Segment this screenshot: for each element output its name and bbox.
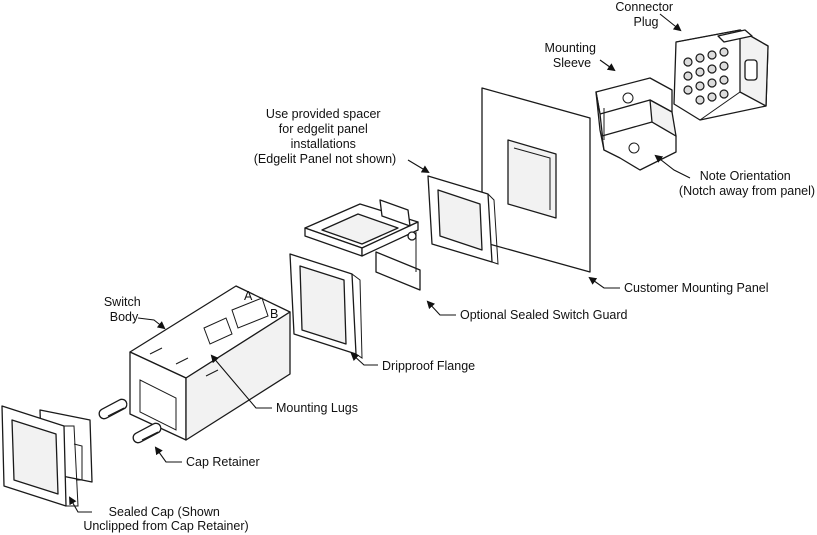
labels: Connector Plug Mounting Sleeve Use provi…	[83, 0, 815, 533]
dripproof-flange-part	[289, 253, 363, 359]
label-sealed-cap: Sealed Cap (Shown Unclipped from Cap Ret…	[83, 505, 248, 533]
label-mounting-sleeve: Mounting Sleeve	[545, 41, 600, 70]
label-customer-mounting-panel: Customer Mounting Panel	[624, 281, 769, 295]
switch-body-part: A B	[129, 285, 291, 441]
body-marking-a: A	[244, 289, 253, 303]
customer-mounting-panel-part	[481, 87, 591, 273]
body-marking-b: B	[270, 307, 278, 321]
label-mounting-lugs: Mounting Lugs	[276, 401, 358, 415]
label-switch-body: Switch Body	[104, 295, 144, 324]
sealed-switch-guard-part	[304, 199, 421, 291]
label-cap-retainer: Cap Retainer	[186, 455, 260, 469]
mounting-sleeve-part	[595, 77, 677, 171]
connector-pins	[683, 47, 729, 105]
label-connector-plug: Connector Plug	[615, 0, 676, 29]
sealed-cap-part	[1, 405, 93, 507]
spacer-part	[427, 175, 499, 265]
label-spacer: Use provided spacer for edgelit panel in…	[254, 107, 396, 166]
label-optional-sealed-switch-guard: Optional Sealed Switch Guard	[460, 308, 628, 322]
connector-plug-part	[673, 29, 769, 121]
cap-retainer-part	[98, 398, 162, 444]
label-note-orientation: Note Orientation (Notch away from panel)	[679, 169, 815, 198]
leader-lines	[69, 13, 691, 513]
label-dripproof-flange: Dripproof Flange	[382, 359, 475, 373]
